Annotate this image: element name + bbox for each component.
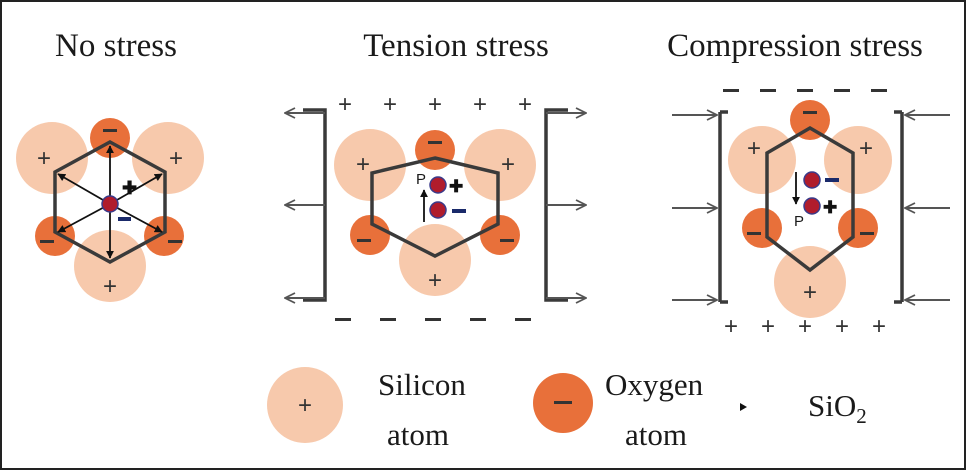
plus-sign-icon: + bbox=[501, 151, 515, 178]
plus-sign-icon: + bbox=[859, 135, 873, 162]
silicon-atom bbox=[824, 126, 892, 194]
oxygen-atom bbox=[790, 100, 830, 140]
panel-title-tension: Tension stress bbox=[363, 28, 549, 64]
minus-sign-icon bbox=[803, 111, 817, 114]
svg-text:+: + bbox=[473, 91, 487, 118]
legend-oxygen-label-2: atom bbox=[625, 417, 687, 452]
polarization-label: P bbox=[416, 171, 426, 188]
no-stress-panel: + + + ✚ bbox=[16, 118, 204, 302]
ion-positive bbox=[429, 176, 447, 194]
lattice-hexagon bbox=[53, 140, 167, 264]
panel-title-no-stress: No stress bbox=[55, 28, 177, 64]
pointer-icon bbox=[740, 403, 747, 411]
ion-negative bbox=[429, 201, 447, 219]
ion-negative bbox=[803, 171, 821, 189]
compression-panel: + + + + + + + + bbox=[672, 89, 950, 340]
silicon-atom bbox=[399, 224, 471, 296]
lattice-hexagon bbox=[765, 125, 855, 273]
plus-charge-row: + + + + + bbox=[338, 91, 532, 118]
tension-arrows bbox=[285, 113, 586, 298]
silicon-atom bbox=[774, 246, 846, 318]
minus-sign-icon bbox=[103, 129, 117, 132]
plus-sign-icon: + bbox=[37, 145, 51, 172]
minus-sign-icon bbox=[118, 217, 131, 221]
oxygen-atom bbox=[480, 215, 520, 255]
polarization-label: P bbox=[794, 213, 804, 230]
svg-text:+: + bbox=[383, 91, 397, 118]
svg-text:+: + bbox=[518, 91, 532, 118]
minus-sign-icon bbox=[500, 239, 514, 242]
right-plate bbox=[894, 110, 904, 304]
left-plate bbox=[718, 110, 728, 304]
silicon-atom bbox=[728, 126, 796, 194]
minus-sign-icon bbox=[168, 240, 182, 243]
plus-sign-icon: + bbox=[428, 267, 442, 294]
svg-text:+: + bbox=[761, 313, 775, 340]
plus-charge-row: + + + + + bbox=[724, 313, 886, 340]
oxygen-atom bbox=[415, 130, 455, 170]
oxygen-atom bbox=[838, 208, 878, 248]
legend: + Silicon atom Oxygen atom SiO2 bbox=[267, 367, 867, 452]
minus-sign-icon bbox=[860, 232, 874, 235]
ion-positive bbox=[803, 197, 821, 215]
plus-sign-icon: + bbox=[298, 392, 312, 419]
plus-sign-icon: ✚ bbox=[449, 177, 463, 196]
minus-sign-icon bbox=[747, 232, 761, 235]
minus-charge-row bbox=[335, 318, 531, 321]
legend-silicon-label-2: atom bbox=[387, 417, 449, 452]
plus-sign-icon: + bbox=[169, 145, 183, 172]
plus-sign-icon: ✚ bbox=[122, 178, 137, 198]
radial-arrows bbox=[57, 145, 163, 259]
silicon-atom bbox=[464, 129, 536, 201]
oxygen-atom bbox=[742, 208, 782, 248]
svg-text:+: + bbox=[338, 91, 352, 118]
svg-text:+: + bbox=[872, 313, 886, 340]
silicon-atom bbox=[132, 122, 204, 194]
minus-sign-icon bbox=[452, 209, 466, 213]
tension-panel: + + + + + bbox=[285, 91, 586, 321]
minus-sign-icon bbox=[40, 240, 54, 243]
legend-oxygen-label-1: Oxygen bbox=[605, 367, 704, 402]
plus-sign-icon: ✚ bbox=[823, 198, 837, 217]
minus-sign-icon bbox=[825, 178, 839, 182]
panel-title-compression: Compression stress bbox=[667, 28, 923, 64]
central-ion bbox=[101, 195, 119, 213]
compression-arrows bbox=[672, 115, 950, 300]
silicon-atom bbox=[334, 129, 406, 201]
plus-sign-icon: + bbox=[803, 279, 817, 306]
minus-charge-row bbox=[723, 89, 887, 92]
plus-sign-icon: + bbox=[747, 135, 761, 162]
svg-text:+: + bbox=[428, 91, 442, 118]
legend-compound-label: SiO2 bbox=[808, 388, 867, 428]
svg-text:+: + bbox=[724, 313, 738, 340]
legend-silicon-label-1: Silicon bbox=[378, 367, 466, 402]
legend-silicon-swatch bbox=[267, 367, 343, 443]
minus-sign-icon bbox=[554, 401, 572, 404]
silicon-atom bbox=[16, 122, 88, 194]
oxygen-atom bbox=[350, 215, 390, 255]
minus-sign-icon bbox=[357, 239, 371, 242]
svg-text:+: + bbox=[835, 313, 849, 340]
minus-sign-icon bbox=[428, 141, 442, 144]
plus-sign-icon: + bbox=[103, 273, 117, 300]
plus-sign-icon: + bbox=[356, 151, 370, 178]
svg-text:+: + bbox=[798, 313, 812, 340]
silicon-atom bbox=[74, 230, 146, 302]
lattice-hexagon bbox=[370, 156, 500, 258]
